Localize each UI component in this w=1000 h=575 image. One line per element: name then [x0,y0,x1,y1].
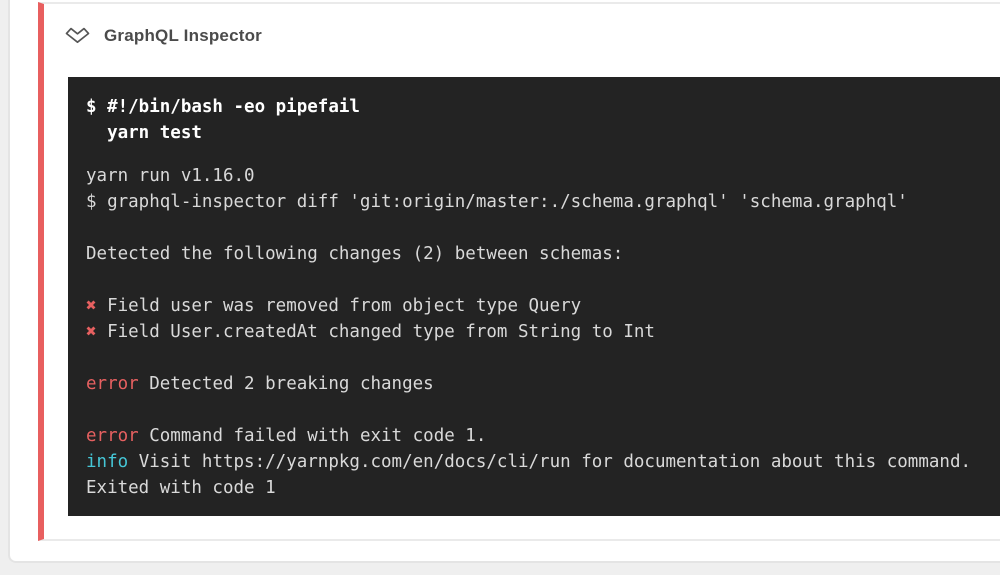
double-chevron-down-icon[interactable] [64,24,91,48]
step-header-toggle[interactable]: GraphQL Inspector [64,24,262,48]
terminal-output-line [86,215,1000,241]
terminal-output-block: yarn run v1.16.0 $ graphql-inspector diff… [86,163,1000,501]
terminal-command-line: $ #!/bin/bash -eo pipefail [86,97,360,117]
terminal-output-line: Exited with code 1 [86,478,276,498]
terminal-output-line: $ graphql-inspector diff 'git:origin/mas… [86,192,908,212]
terminal-output-line: error Detected 2 breaking changes [86,374,434,394]
terminal-output-line: yarn run v1.16.0 [86,166,255,186]
terminal-output-line [86,397,1000,423]
build-step-card: GraphQL Inspector $ #!/bin/bash -eo pipe… [38,2,1000,541]
terminal-output-line: Detected the following changes (2) betwe… [86,244,624,264]
terminal-output-line: info Visit https://yarnpkg.com/en/docs/c… [86,452,972,472]
step-title: GraphQL Inspector [104,26,263,45]
terminal-output-line: error Command failed with exit code 1. [86,426,487,446]
terminal-output-line [86,345,1000,371]
terminal-output-line: ✖ Field user was removed from object typ… [86,296,582,316]
terminal-output-line: ✖ Field User.createdAt changed type from… [86,322,655,342]
terminal-output-line [86,267,1000,293]
terminal-command-line: yarn test [86,123,202,143]
terminal-command-block: $ #!/bin/bash -eo pipefail yarn test [86,94,1000,146]
terminal-log: $ #!/bin/bash -eo pipefail yarn test yar… [68,77,1000,516]
build-output-panel: GraphQL Inspector $ #!/bin/bash -eo pipe… [8,0,1000,563]
